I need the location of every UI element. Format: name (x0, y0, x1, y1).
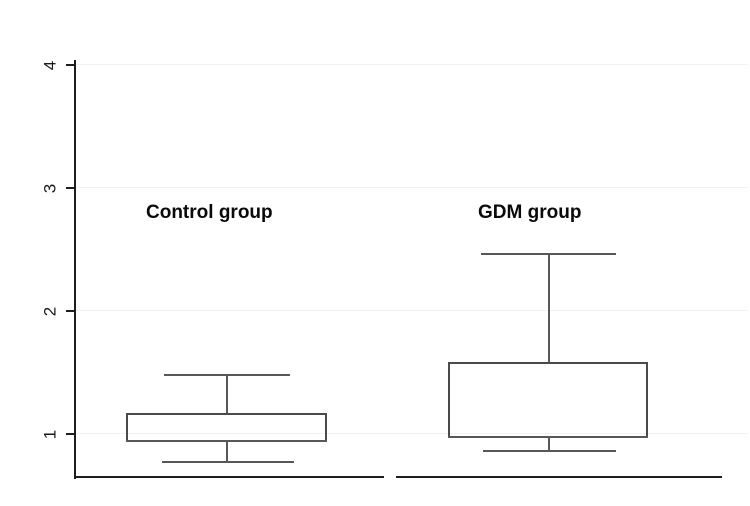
y-tick-mark-4 (66, 64, 75, 66)
control-lower-whisker-cap (162, 461, 294, 463)
y-tick-label-3: 3 (40, 183, 60, 194)
gdm-upper-whisker-stem (548, 253, 550, 364)
gdm-lower-whisker-stem (548, 438, 550, 451)
gridline-3 (76, 187, 748, 188)
y-tick-label-1: 1 (40, 429, 60, 440)
x-axis-segment-left (74, 476, 384, 478)
control-box (126, 413, 327, 442)
control-lower-whisker-stem (226, 441, 228, 462)
x-axis-segment-right (396, 476, 722, 478)
gridline-2 (76, 310, 748, 311)
group-label-control: Control group (146, 202, 273, 223)
gdm-box (448, 362, 648, 438)
y-tick-mark-3 (66, 187, 75, 189)
group-label-gdm: GDM group (478, 202, 582, 223)
gridline-1 (76, 433, 748, 434)
gridline-4 (76, 64, 748, 65)
gdm-lower-whisker-cap (483, 450, 616, 452)
control-upper-whisker-stem (226, 374, 228, 415)
y-tick-label-4: 4 (40, 60, 60, 71)
y-tick-mark-1 (66, 433, 75, 435)
gdm-median-line (448, 436, 648, 438)
y-tick-label-2: 2 (40, 306, 60, 317)
y-axis-line (74, 60, 76, 479)
y-tick-mark-2 (66, 310, 75, 312)
